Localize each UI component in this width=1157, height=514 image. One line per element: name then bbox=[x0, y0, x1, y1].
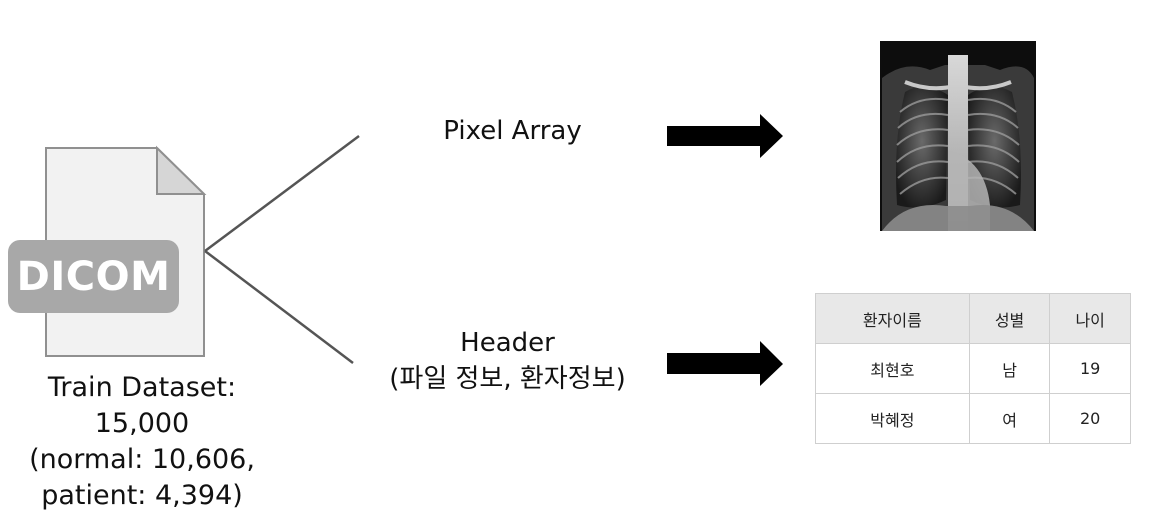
arrow-header-icon bbox=[667, 341, 783, 386]
header-subtitle: (파일 정보, 환자정보) bbox=[389, 364, 626, 394]
dataset-normal: (normal: 10,606, bbox=[29, 444, 255, 475]
cell-sex: 남 bbox=[968, 343, 1051, 394]
header-label: Header (파일 정보, 환자정보) bbox=[345, 325, 670, 397]
column-header-sex: 성별 bbox=[968, 293, 1051, 344]
table-row: 최현호 남 19 bbox=[815, 343, 1131, 394]
column-header-age: 나이 bbox=[1049, 293, 1131, 344]
pixel-array-label: Pixel Array bbox=[443, 116, 582, 146]
cell-age: 19 bbox=[1049, 343, 1131, 394]
patient-info-table: 환자이름 성별 나이 최현호 남 19 박혜정 여 20 bbox=[815, 293, 1131, 444]
dataset-summary: Train Dataset: 15,000 (normal: 10,606, p… bbox=[0, 370, 284, 514]
dicom-badge: DICOM bbox=[8, 240, 179, 313]
branch-line-header bbox=[204, 250, 354, 364]
table-row: 박혜정 여 20 bbox=[815, 393, 1131, 444]
dataset-total: Train Dataset: 15,000 bbox=[47, 372, 237, 439]
cell-name: 박혜정 bbox=[815, 393, 970, 444]
branch-line-pixel bbox=[204, 134, 360, 253]
chest-xray-image bbox=[880, 41, 1036, 231]
column-header-name: 환자이름 bbox=[815, 293, 970, 344]
cell-sex: 여 bbox=[968, 393, 1051, 444]
header-title: Header bbox=[460, 328, 555, 358]
dataset-patient: patient: 4,394) bbox=[41, 480, 243, 511]
arrow-pixel-icon bbox=[667, 114, 783, 158]
cell-name: 최현호 bbox=[815, 343, 970, 394]
cell-age: 20 bbox=[1049, 393, 1131, 444]
table-header-row: 환자이름 성별 나이 bbox=[815, 293, 1131, 344]
